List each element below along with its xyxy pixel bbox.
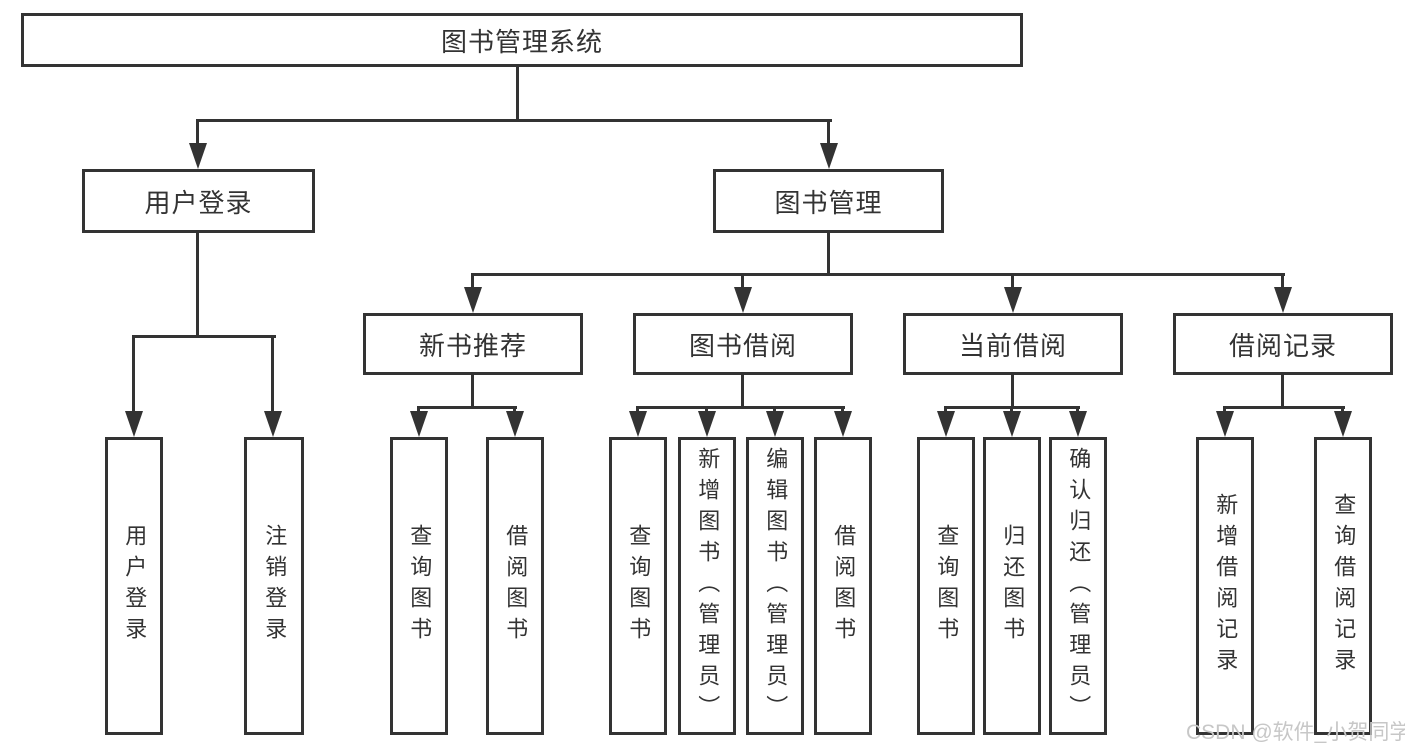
arrow-to-borrow-books-1 [505, 406, 524, 437]
leaf-query-books-3: 查询图书 [917, 437, 975, 735]
arrow-to-book-management [819, 119, 838, 169]
connector-root-stem [516, 67, 519, 121]
arrow-to-current-borrowing [1003, 273, 1022, 313]
connector-borrowing-records-stem [1281, 375, 1284, 409]
arrow-to-borrowing-records [1273, 273, 1292, 313]
arrow-to-query-borrow-record [1333, 406, 1352, 437]
leaf-return-books: 归还图书 [983, 437, 1041, 735]
leaf-user-login-label: 用户登录 [122, 524, 148, 648]
csdn-watermark: CSDN @软件_小贺同学 [1186, 721, 1405, 744]
leaf-borrow-books-1-label: 借阅图书 [503, 524, 529, 648]
node-current-borrowing: 当前借阅 [903, 313, 1123, 375]
connector-user-login-rail [132, 335, 276, 338]
connector-user-login-stem [196, 233, 199, 338]
arrow-to-confirm-return [1068, 406, 1087, 437]
arrow-to-leaf-logout [263, 335, 282, 437]
node-root-label: 图书管理系统 [440, 26, 603, 57]
arrow-to-query-books-2 [628, 406, 647, 437]
leaf-confirm-return-admin: 确认归还（管理员） [1049, 437, 1107, 735]
node-new-book-recommend: 新书推荐 [363, 313, 583, 375]
arrow-to-query-books-3 [936, 406, 955, 437]
node-book-borrowing: 图书借阅 [633, 313, 853, 375]
connector-level3-rail [472, 273, 1285, 276]
connector-borrowing-records-rail [1223, 406, 1345, 409]
arrow-to-query-books-1 [409, 406, 428, 437]
leaf-confirm-return-admin-label: 确认归还（管理员） [1066, 446, 1092, 726]
leaf-edit-books-admin: 编辑图书（管理员） [746, 437, 804, 735]
connector-book-management-stem [827, 233, 830, 276]
leaf-logout-label: 注销登录 [262, 524, 288, 648]
arrow-to-new-book-recommend [463, 273, 482, 313]
node-new-book-recommend-label: 新书推荐 [418, 330, 527, 361]
connector-book-borrowing-rail [636, 406, 845, 409]
leaf-return-books-label: 归还图书 [1000, 524, 1026, 648]
leaf-edit-books-admin-label: 编辑图书（管理员） [763, 446, 789, 726]
leaf-user-login: 用户登录 [105, 437, 163, 735]
node-borrowing-records: 借阅记录 [1173, 313, 1393, 375]
connector-level2-rail [197, 119, 832, 122]
node-book-management: 图书管理 [713, 169, 944, 233]
arrow-to-return-books [1002, 406, 1021, 437]
node-user-login-label: 用户登录 [144, 187, 253, 218]
connector-current-borrowing-stem [1011, 375, 1014, 409]
leaf-add-borrow-record-label: 新增借阅记录 [1213, 493, 1239, 679]
leaf-borrow-books-2: 借阅图书 [814, 437, 872, 735]
arrow-to-user-login [188, 119, 207, 169]
leaf-add-books-admin-label: 新增图书（管理员） [695, 446, 721, 726]
arrow-to-edit-books [765, 406, 784, 437]
node-book-management-label: 图书管理 [774, 187, 883, 218]
arrow-to-add-books [697, 406, 716, 437]
leaf-borrow-books-1: 借阅图书 [486, 437, 544, 735]
leaf-query-borrow-record-label: 查询借阅记录 [1331, 493, 1357, 679]
node-root-system: 图书管理系统 [21, 13, 1023, 67]
node-borrowing-records-label: 借阅记录 [1228, 330, 1337, 361]
leaf-query-books-1: 查询图书 [390, 437, 448, 735]
leaf-query-books-2-label: 查询图书 [626, 524, 652, 648]
arrow-to-add-borrow-record [1215, 406, 1234, 437]
node-current-borrowing-label: 当前借阅 [958, 330, 1067, 361]
leaf-query-books-3-label: 查询图书 [934, 524, 960, 648]
leaf-query-books-2: 查询图书 [609, 437, 667, 735]
leaf-query-borrow-record: 查询借阅记录 [1314, 437, 1372, 735]
arrow-to-book-borrowing [733, 273, 752, 313]
connector-book-borrowing-stem [741, 375, 744, 409]
leaf-add-books-admin: 新增图书（管理员） [678, 437, 736, 735]
connector-new-book-recommend-stem [471, 375, 474, 409]
node-user-login: 用户登录 [82, 169, 315, 233]
connector-new-book-recommend-rail [417, 406, 517, 409]
leaf-add-borrow-record: 新增借阅记录 [1196, 437, 1254, 735]
arrow-to-borrow-books-2 [833, 406, 852, 437]
arrow-to-leaf-user-login [124, 335, 143, 437]
node-book-borrowing-label: 图书借阅 [688, 330, 797, 361]
leaf-query-books-1-label: 查询图书 [407, 524, 433, 648]
leaf-borrow-books-2-label: 借阅图书 [831, 524, 857, 648]
leaf-logout: 注销登录 [244, 437, 304, 735]
